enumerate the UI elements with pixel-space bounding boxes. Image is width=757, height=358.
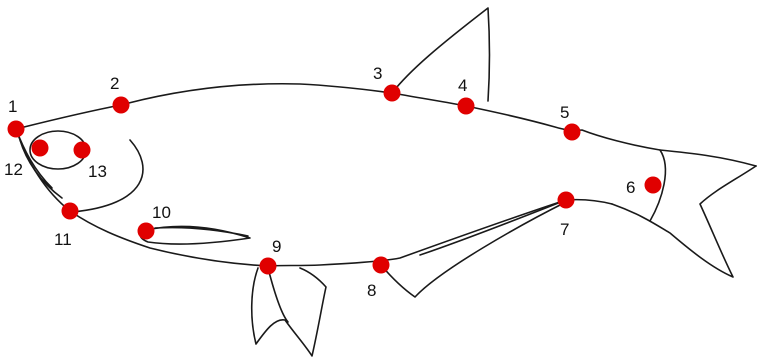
ventral-profile xyxy=(16,129,612,266)
landmark-2: 2 xyxy=(110,74,130,114)
pelvic-fin xyxy=(252,268,326,356)
landmark-label: 9 xyxy=(272,237,281,256)
landmark-7: 7 xyxy=(558,192,575,240)
landmark-label: 12 xyxy=(4,160,23,179)
landmark-dot xyxy=(32,140,49,157)
landmark-5: 5 xyxy=(560,103,581,141)
landmark-label: 3 xyxy=(373,64,382,83)
pectoral-fin xyxy=(140,226,250,244)
landmark-dot xyxy=(260,258,277,275)
landmark-dot xyxy=(74,142,91,159)
landmark-label: 4 xyxy=(458,76,467,95)
landmark-label: 10 xyxy=(152,203,171,222)
landmark-dot xyxy=(113,97,130,114)
landmark-label: 13 xyxy=(88,162,107,181)
landmark-label: 2 xyxy=(110,74,119,93)
anal-fin xyxy=(381,202,566,297)
landmark-8: 8 xyxy=(367,257,390,301)
landmark-dot xyxy=(558,192,575,209)
landmark-12: 12 xyxy=(4,140,49,180)
landmark-dot xyxy=(458,98,475,115)
landmark-label: 5 xyxy=(560,103,569,122)
landmark-label: 6 xyxy=(626,178,635,197)
landmark-dot xyxy=(645,177,662,194)
landmark-4: 4 xyxy=(458,76,475,115)
landmark-dot xyxy=(564,124,581,141)
landmark-6: 6 xyxy=(626,177,662,198)
dorsal-fin xyxy=(392,8,490,101)
landmark-1: 1 xyxy=(8,97,25,138)
landmark-dot xyxy=(8,121,25,138)
landmark-dot xyxy=(138,223,155,240)
landmark-13: 13 xyxy=(74,142,107,182)
landmark-label: 11 xyxy=(54,230,72,249)
landmark-9: 9 xyxy=(260,237,282,275)
landmark-dot xyxy=(384,85,401,102)
ventral-edge-lower xyxy=(420,200,566,255)
landmark-label: 7 xyxy=(560,220,569,239)
landmark-label: 8 xyxy=(367,281,376,300)
landmark-3: 3 xyxy=(373,64,401,102)
landmark-dot xyxy=(373,257,390,274)
landmark-label: 1 xyxy=(8,97,17,116)
landmark-11: 11 xyxy=(54,203,79,250)
fish-outline xyxy=(16,8,756,356)
landmark-dot xyxy=(62,203,79,220)
landmark-10: 10 xyxy=(138,203,171,240)
